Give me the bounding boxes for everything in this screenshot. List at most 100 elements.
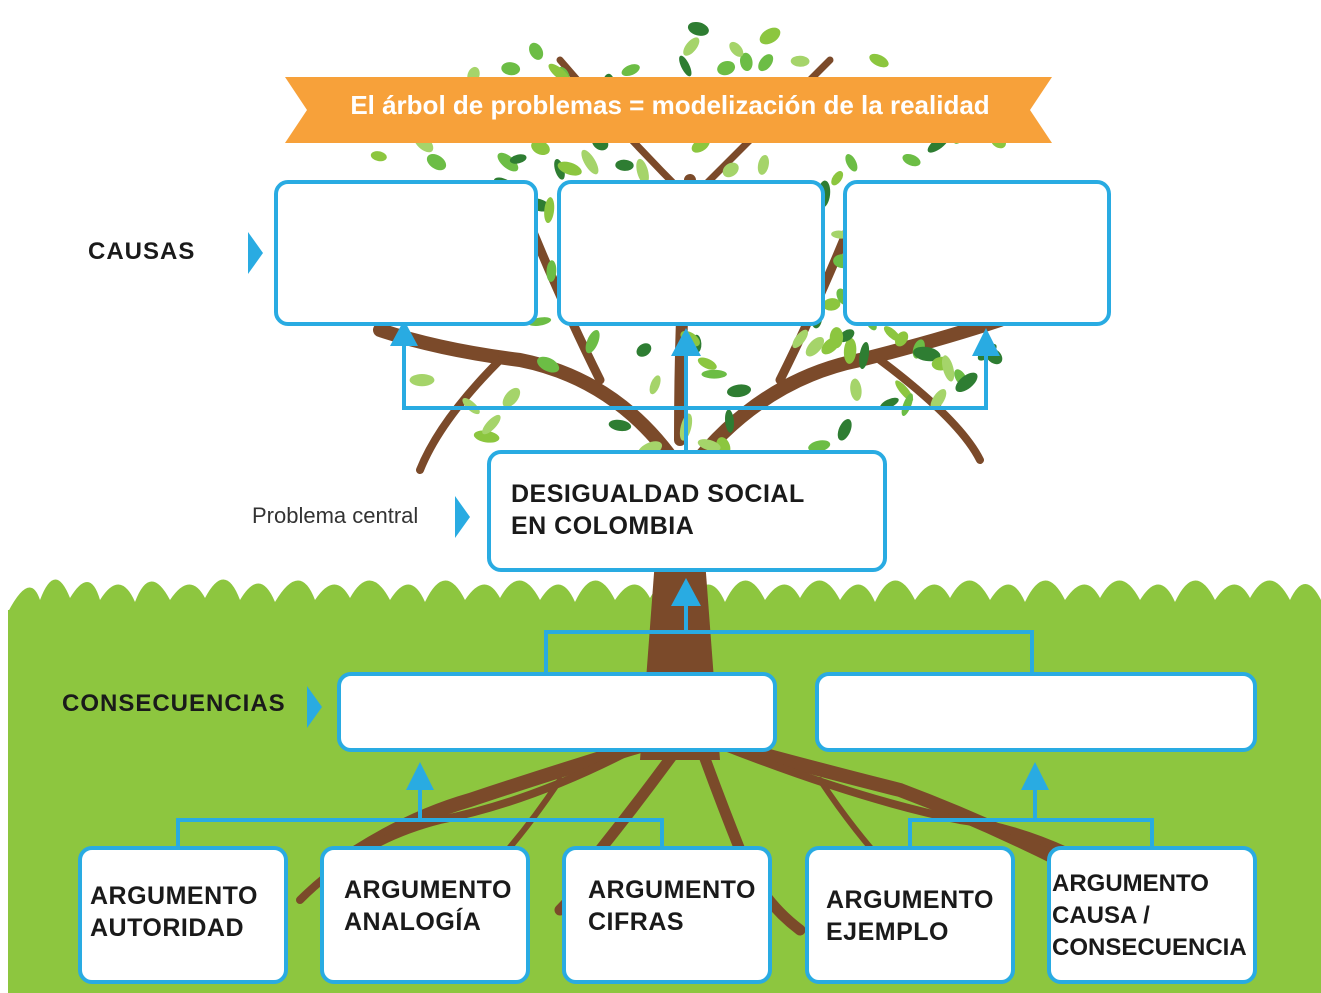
argument-box-causa-consecuencia[interactable] [1047, 846, 1257, 984]
problema-pointer-icon [455, 496, 470, 538]
leaf [687, 21, 709, 36]
argument-line: ARGUMENTO [1052, 870, 1209, 897]
arrow-up-icon [671, 578, 701, 606]
leaf [544, 197, 555, 224]
argument-text: ARGUMENTO EJEMPLO [826, 884, 994, 948]
leaf [636, 158, 649, 185]
leaf [805, 336, 825, 357]
arrow-up-icon [406, 762, 434, 790]
leaf [482, 414, 501, 435]
leaf [759, 27, 781, 45]
argument-line: ARGUMENTO [588, 876, 756, 904]
leaf [649, 375, 661, 395]
leaf [701, 369, 727, 379]
argument-line: CAUSA / [1052, 902, 1150, 929]
leaf [621, 64, 640, 77]
argument-box-ejemplo[interactable] [805, 846, 1015, 984]
argument-box-cifras[interactable] [562, 846, 772, 984]
argument-box-analogia[interactable] [320, 846, 530, 984]
argument-text: ARGUMENTO CIFRAS [588, 874, 756, 938]
leaf [869, 53, 889, 68]
cause-box-1[interactable] [274, 180, 538, 326]
leaf [615, 159, 634, 171]
leaf [502, 387, 521, 408]
leaf [557, 161, 582, 176]
consequence-box-1[interactable] [337, 672, 777, 752]
leaf [724, 409, 735, 433]
leaf [930, 389, 947, 411]
argument-text: ARGUMENTO ANALOGÍA [344, 874, 512, 938]
leaf [837, 419, 852, 441]
central-problem-line2: EN COLOMBIA [511, 512, 695, 540]
causas-label: CAUSAS [88, 238, 196, 265]
leaf [757, 154, 769, 175]
leaf [729, 41, 744, 57]
banner-title: El árbol de problemas = modelización de … [350, 90, 990, 120]
leaf [955, 372, 978, 393]
leaf [697, 439, 721, 452]
central-problem-box[interactable] [487, 450, 887, 572]
leaf [426, 153, 447, 171]
argument-line: CIFRAS [588, 908, 685, 936]
leaf [636, 343, 652, 357]
consecuencias-label: CONSECUENCIAS [62, 690, 286, 717]
leaf [902, 153, 921, 167]
leaf [531, 140, 550, 156]
connectors [176, 338, 1154, 848]
argument-line: ARGUMENTO [826, 886, 994, 914]
leaf [497, 152, 519, 172]
leaf [829, 327, 844, 349]
leaf [546, 260, 557, 282]
leaf [529, 42, 544, 60]
leaf [831, 171, 844, 186]
argument-line: ARGUMENTO [90, 882, 258, 910]
leaf [792, 329, 809, 349]
leaf [370, 151, 387, 162]
leaf [585, 329, 600, 354]
argument-line: CONSECUENCIA [1052, 934, 1247, 961]
argument-line: AUTORIDAD [90, 914, 245, 942]
consequence-box-2[interactable] [815, 672, 1257, 752]
leaf [473, 430, 500, 443]
argument-line: ARGUMENTO [344, 876, 512, 904]
leaf [913, 346, 941, 362]
leaf [822, 298, 841, 311]
leaf [537, 356, 560, 373]
cause-box-2[interactable] [557, 180, 825, 326]
problema-central-label: Problema central [252, 503, 419, 528]
argument-text: ARGUMENTO AUTORIDAD [90, 880, 258, 944]
leaf [726, 384, 752, 398]
arrow-up-icon [972, 328, 1000, 356]
leaf [697, 357, 717, 370]
leaf [845, 154, 858, 172]
leaf [509, 154, 527, 164]
leaf [843, 337, 857, 364]
consecuencias-pointer-icon [307, 686, 322, 728]
leaf [679, 55, 692, 77]
leaf [895, 331, 909, 347]
leaf [501, 62, 521, 76]
arrow-up-icon [390, 320, 418, 346]
leaf [608, 419, 632, 432]
leaf [717, 60, 736, 76]
argument-text: ARGUMENTO CAUSA / CONSECUENCIA [1052, 868, 1247, 964]
central-problem-line1: DESIGUALDAD SOCIAL [511, 480, 805, 508]
argument-box-autoridad[interactable] [78, 846, 288, 984]
leaf [808, 440, 831, 452]
leaf [790, 55, 810, 67]
leaf [941, 355, 955, 382]
arrow-up-icon [671, 328, 701, 356]
argument-line: EJEMPLO [826, 918, 949, 946]
leaf [850, 378, 862, 401]
arrowheads [390, 320, 1049, 790]
leaf [901, 393, 913, 416]
central-problem-text: DESIGUALDAD SOCIAL EN COLOMBIA [511, 478, 805, 542]
arrow-up-icon [1021, 762, 1049, 790]
leaf [859, 341, 870, 370]
cause-box-3[interactable] [843, 180, 1111, 326]
causas-pointer-icon [248, 232, 263, 274]
argument-line: ANALOGÍA [344, 908, 482, 936]
leaf [409, 374, 435, 387]
banner-ribbon [285, 77, 1052, 143]
